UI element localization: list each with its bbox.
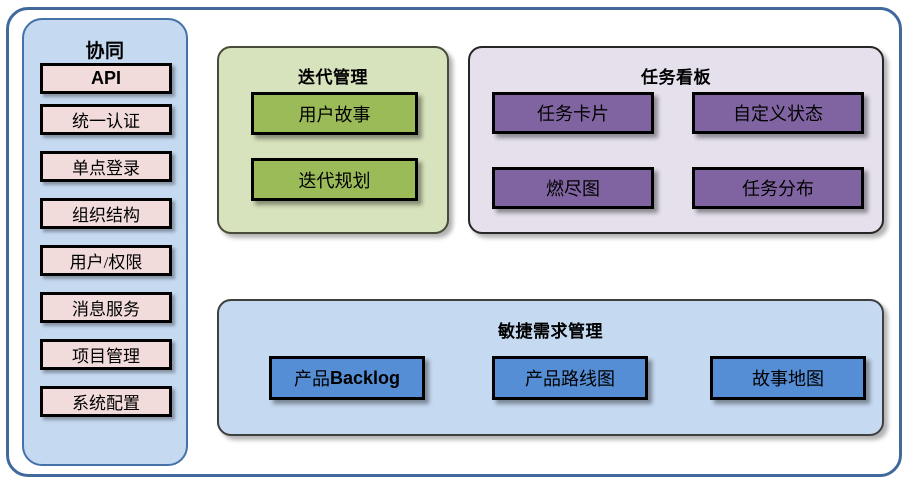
sidebar-item-label: 系统配置 xyxy=(72,394,140,413)
box-custom-status[interactable]: 自定义状态 xyxy=(692,92,864,134)
box-label: 用户故事 xyxy=(298,104,371,125)
agile-requirements-title: 敏捷需求管理 xyxy=(498,322,603,341)
sidebar-item-label: 用户/权限 xyxy=(69,253,143,272)
sidebar-item-unified-auth[interactable]: 统一认证 xyxy=(40,104,172,135)
iteration-management-panel: 迭代管理 用户故事 迭代规划 xyxy=(217,46,449,234)
sidebar-item-project-management[interactable]: 项目管理 xyxy=(40,339,172,370)
box-task-card[interactable]: 任务卡片 xyxy=(492,92,654,134)
box-label-en: Backlog xyxy=(329,367,401,388)
iteration-management-title: 迭代管理 xyxy=(298,68,368,87)
sidebar-item-label: 统一认证 xyxy=(72,112,140,131)
box-task-distribution[interactable]: 任务分布 xyxy=(692,167,864,209)
sidebar-title: 协同 xyxy=(85,41,125,62)
box-label: 产品路线图 xyxy=(525,369,615,389)
sidebar-item-api[interactable]: API xyxy=(40,63,172,94)
box-label: 燃尽图 xyxy=(546,179,600,199)
sidebar-item-label: 消息服务 xyxy=(72,300,140,319)
box-label: 产品 xyxy=(293,369,330,389)
box-iteration-planning[interactable]: 迭代规划 xyxy=(251,158,418,201)
box-label: 任务卡片 xyxy=(537,104,609,124)
sidebar-item-user-permission[interactable]: 用户/权限 xyxy=(40,245,172,276)
sidebar-panel: 协同 API 统一认证 单点登录 组织结构 用户/权限 消息服务 项目管理 系统… xyxy=(22,18,188,466)
sidebar-item-label: 项目管理 xyxy=(72,347,140,366)
sidebar-item-label: 单点登录 xyxy=(72,159,140,178)
box-user-story[interactable]: 用户故事 xyxy=(251,92,418,135)
box-label: 迭代规划 xyxy=(298,170,371,191)
box-burndown-chart[interactable]: 燃尽图 xyxy=(492,167,654,209)
sidebar-item-sso[interactable]: 单点登录 xyxy=(40,151,172,182)
task-board-title: 任务看板 xyxy=(641,68,711,87)
box-product-roadmap[interactable]: 产品路线图 xyxy=(492,356,648,400)
box-story-map[interactable]: 故事地图 xyxy=(710,356,866,400)
task-board-panel: 任务看板 任务卡片 自定义状态 燃尽图 任务分布 xyxy=(468,46,884,234)
sidebar-item-label: 组织结构 xyxy=(72,206,140,225)
box-label: 故事地图 xyxy=(752,369,824,389)
box-label: 自定义状态 xyxy=(733,104,823,124)
sidebar-item-org-structure[interactable]: 组织结构 xyxy=(40,198,172,229)
sidebar-item-message-service[interactable]: 消息服务 xyxy=(40,292,172,323)
sidebar-item-label: API xyxy=(90,68,121,88)
box-label: 任务分布 xyxy=(742,179,814,199)
sidebar-item-system-config[interactable]: 系统配置 xyxy=(40,386,172,417)
